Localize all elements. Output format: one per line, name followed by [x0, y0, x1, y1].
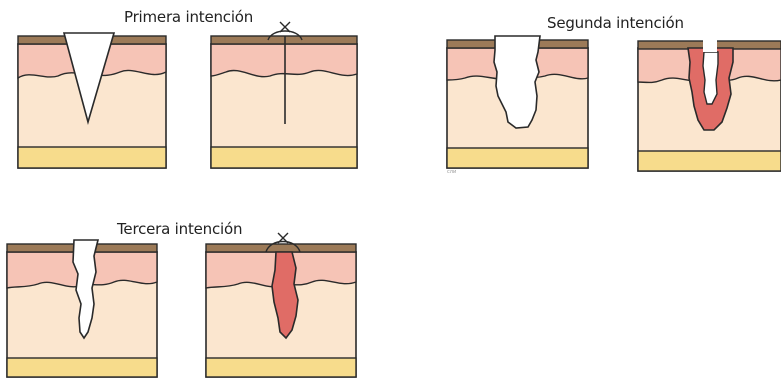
panel-primary-sutured	[211, 22, 357, 168]
panel-secondary-granulation	[638, 36, 781, 171]
panel-secondary-open-wound	[447, 36, 588, 168]
panel-primary-open-wound	[18, 33, 166, 168]
panel-tertiary-delayed-closure	[206, 233, 356, 377]
panel-tertiary-open-wound	[7, 240, 157, 377]
